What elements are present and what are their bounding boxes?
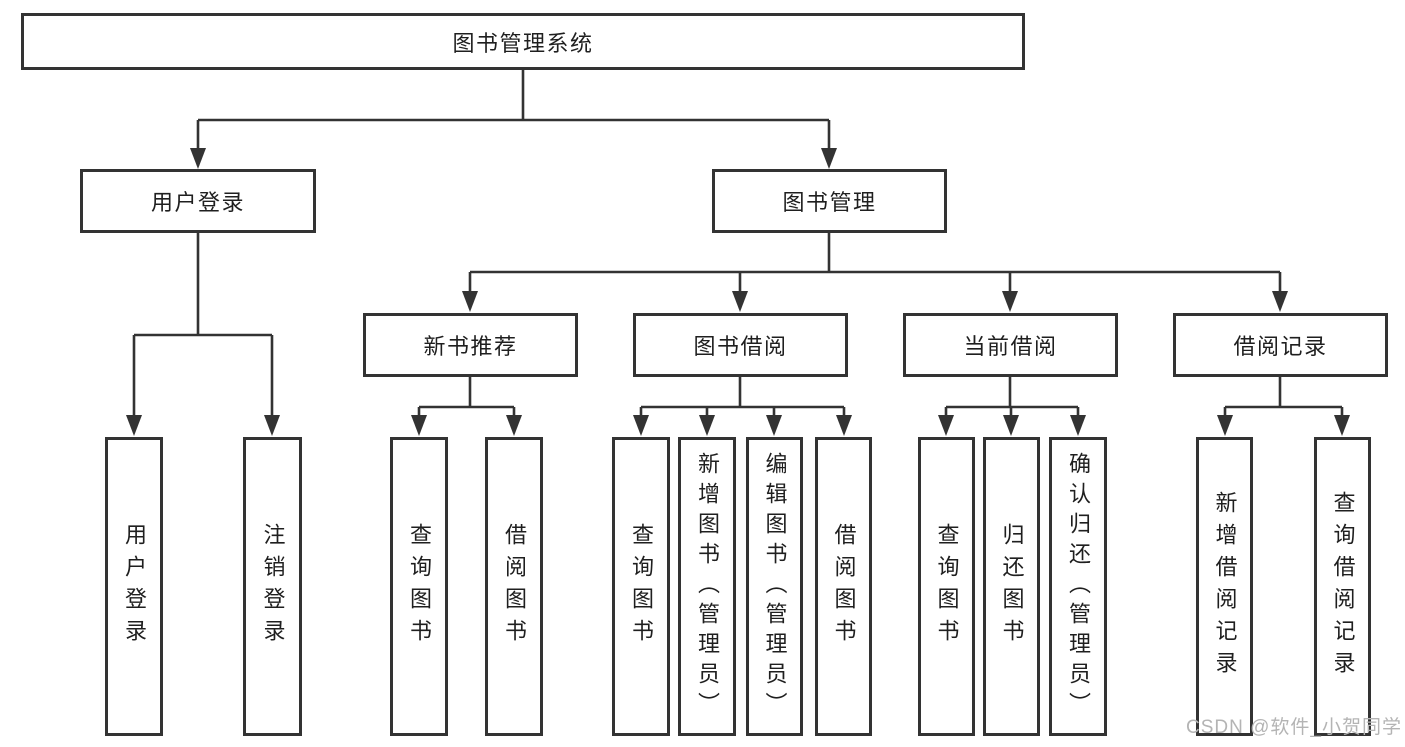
leaf-label: 确认归还（管理员） — [1066, 451, 1091, 722]
leaf-label: 归还图书 — [999, 522, 1025, 651]
node-user-login: 用户登录 — [80, 169, 316, 233]
leaf-logout-login: 注销登录 — [243, 437, 302, 736]
leaf-add-books-admin: 新增图书（管理员） — [678, 437, 736, 736]
leaf-borrow-books-borrowing: 借阅图书 — [815, 437, 872, 736]
node-label: 图书借阅 — [693, 334, 788, 359]
node-borrowing-records: 借阅记录 — [1173, 313, 1388, 377]
node-label: 当前借阅 — [963, 334, 1058, 359]
leaf-label: 借阅图书 — [831, 522, 857, 651]
node-book-borrowing: 图书借阅 — [633, 313, 848, 377]
leaf-label: 用户登录 — [122, 522, 147, 651]
leaf-query-books-recommend: 查询图书 — [390, 437, 448, 736]
leaf-return-books: 归还图书 — [983, 437, 1040, 736]
leaf-label: 新增借阅记录 — [1212, 490, 1238, 683]
node-label: 用户登录 — [150, 190, 245, 215]
node-new-book-recommendation: 新书推荐 — [363, 313, 578, 377]
leaf-borrow-books-recommend: 借阅图书 — [485, 437, 543, 736]
arrowheads — [126, 148, 1350, 436]
leaf-user-login: 用户登录 — [105, 437, 163, 736]
leaf-label: 查询借阅记录 — [1330, 490, 1356, 683]
node-label: 借阅记录 — [1233, 334, 1328, 359]
leaf-query-borrow-record: 查询借阅记录 — [1314, 437, 1371, 736]
leaf-label: 编辑图书（管理员） — [762, 451, 788, 722]
leaf-query-books-borrowing: 查询图书 — [612, 437, 670, 736]
node-label: 图书管理系统 — [452, 30, 594, 56]
node-label: 图书管理 — [782, 190, 877, 215]
leaf-label: 查询图书 — [407, 522, 432, 651]
leaf-edit-books-admin: 编辑图书（管理员） — [746, 437, 803, 736]
leaf-add-borrow-record: 新增借阅记录 — [1196, 437, 1253, 736]
leaf-label: 查询图书 — [934, 522, 960, 651]
leaf-label: 注销登录 — [260, 522, 286, 651]
leaf-label: 借阅图书 — [502, 522, 527, 651]
leaf-label: 新增图书（管理员） — [695, 451, 720, 722]
leaf-label: 查询图书 — [629, 522, 654, 651]
leaf-query-books-current: 查询图书 — [918, 437, 975, 736]
node-book-management: 图书管理 — [712, 169, 947, 233]
watermark: CSDN @软件_小贺同学 — [1186, 717, 1402, 738]
node-current-borrowing: 当前借阅 — [903, 313, 1118, 377]
leaf-confirm-return-admin: 确认归还（管理员） — [1049, 437, 1107, 736]
node-label: 新书推荐 — [423, 334, 518, 359]
node-root: 图书管理系统 — [21, 13, 1025, 70]
